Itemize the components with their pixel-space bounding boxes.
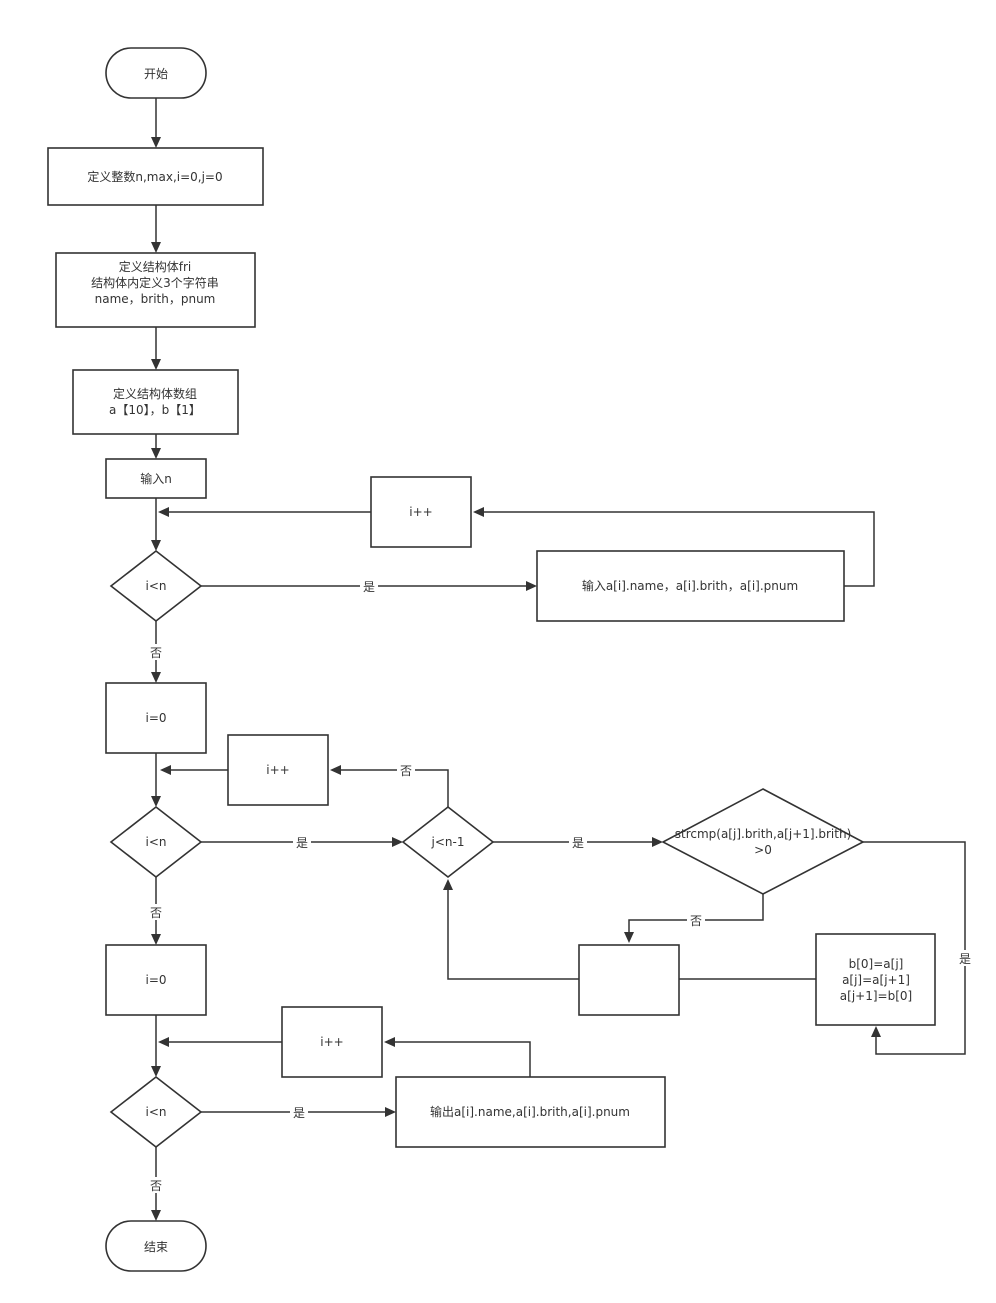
edge-loop1-no: 否 [147, 621, 165, 683]
init-i-label-2: i=0 [145, 973, 166, 987]
loop1-increment-label: i++ [409, 505, 432, 519]
define-struct-process: 定义结构体fri 结构体内定义3个字符串 name，brith，pnum [55, 252, 256, 328]
edge-array-to-input-n [151, 434, 161, 459]
define-struct-line-2: 结构体内定义3个字符串 [91, 275, 219, 290]
edge-label-loop2-yes: 是 [296, 836, 308, 850]
edge-label-loop1-yes: 是 [363, 580, 375, 594]
loop3-output-label: 输出a[i].name,a[i].brith,a[i].pnum [430, 1104, 630, 1119]
edge-init2-to-loop3 [151, 1015, 161, 1077]
edge-loop2-yes: 是 [201, 834, 403, 850]
edge-loop3-body-to-increment [384, 1037, 531, 1077]
swap-line-2: a[j]=a[j+1] [842, 973, 910, 987]
edge-label-loop3-yes: 是 [293, 1106, 305, 1120]
edge-label-loop2-no: 否 [150, 906, 162, 920]
edge-label-inner-no: 否 [400, 764, 412, 778]
edge-label-compare-yes: 是 [959, 952, 971, 966]
edge-init1-to-loop2 [151, 753, 161, 807]
edge-compare-yes: 是 [863, 841, 974, 1055]
swap-line-3: a[j+1]=b[0] [840, 989, 912, 1003]
loop1-decision-label: i<n [146, 579, 167, 593]
define-struct-line-3: name，brith，pnum [95, 292, 216, 306]
loop3-increment-label: i++ [320, 1035, 343, 1049]
edge-compare-no: 否 [624, 894, 764, 943]
edge-input-n-to-loop1 [151, 498, 161, 551]
define-integers-process: 定义整数n,max,i=0,j=0 [47, 147, 264, 206]
swap-line-1: b[0]=a[j] [849, 957, 904, 971]
inner-loop-decision: j<n-1 [401, 805, 495, 879]
edge-loop1-body-to-increment [473, 507, 875, 587]
edge-loop2-increment-back [160, 765, 228, 775]
init-i-process-1: i=0 [105, 682, 207, 754]
edge-label-loop3-no: 否 [150, 1179, 162, 1193]
input-n-label: 输入n [140, 471, 172, 486]
loop3-decision-label: i<n [146, 1105, 167, 1119]
end-label: 结束 [144, 1240, 168, 1254]
define-array-line-2: a【10】，b【1】 [109, 403, 201, 417]
start-terminal: 开始 [105, 47, 207, 99]
loop2-increment-label: i++ [266, 763, 289, 777]
edge-label-loop1-no: 否 [150, 646, 162, 660]
edge-define-ints-to-struct [151, 205, 161, 253]
compare-decision: strcmp(a[j].brith,a[j+1].brith) >0 [661, 788, 865, 895]
edge-label-inner-yes: 是 [572, 836, 584, 850]
loop3-decision: i<n [109, 1075, 203, 1149]
loop3-output-process: 输出a[i].name,a[i].brith,a[i].pnum [395, 1076, 666, 1148]
edge-loop1-increment-back [158, 507, 371, 517]
edge-loop3-increment-back [158, 1037, 282, 1047]
edge-struct-to-array [151, 327, 161, 370]
swap-process: b[0]=a[j] a[j]=a[j+1] a[j+1]=b[0] [815, 933, 936, 1026]
start-label: 开始 [144, 67, 168, 81]
edge-blank-to-inner [443, 879, 579, 980]
loop1-input-label: 输入a[i].name，a[i].brith，a[i].pnum [582, 578, 798, 593]
loop2-increment-process: i++ [227, 734, 329, 806]
loop1-increment-process: i++ [370, 476, 472, 548]
loop2-decision-label: i<n [146, 835, 167, 849]
edge-loop3-no: 否 [147, 1147, 165, 1221]
compare-decision-line-2: >0 [754, 843, 772, 857]
edge-loop3-yes: 是 [201, 1104, 396, 1120]
define-integers-label: 定义整数n,max,i=0,j=0 [87, 169, 222, 184]
edge-label-compare-no: 否 [690, 914, 702, 928]
blank-process [578, 944, 680, 1016]
init-i-process-2: i=0 [105, 944, 207, 1016]
edge-loop1-yes: 是 [201, 578, 537, 594]
init-i-label-1: i=0 [145, 711, 166, 725]
edge-inner-yes: 是 [493, 834, 663, 850]
inner-loop-decision-label: j<n-1 [431, 835, 465, 849]
edge-start-to-define-ints [151, 98, 161, 148]
loop1-decision: i<n [109, 549, 203, 623]
loop1-input-process: 输入a[i].name，a[i].brith，a[i].pnum [536, 550, 845, 622]
end-terminal: 结束 [105, 1220, 207, 1272]
input-n-process: 输入n [105, 458, 207, 499]
define-struct-line-1: 定义结构体fri [119, 259, 192, 274]
loop3-increment-process: i++ [281, 1006, 383, 1078]
compare-decision-line-1: strcmp(a[j].brith,a[j+1].brith) [675, 827, 852, 841]
loop2-decision: i<n [109, 805, 203, 879]
edge-inner-no: 否 [330, 762, 449, 807]
edge-loop2-no: 否 [147, 877, 165, 945]
define-array-process: 定义结构体数组 a【10】，b【1】 [72, 369, 239, 435]
define-array-line-1: 定义结构体数组 [113, 386, 197, 401]
